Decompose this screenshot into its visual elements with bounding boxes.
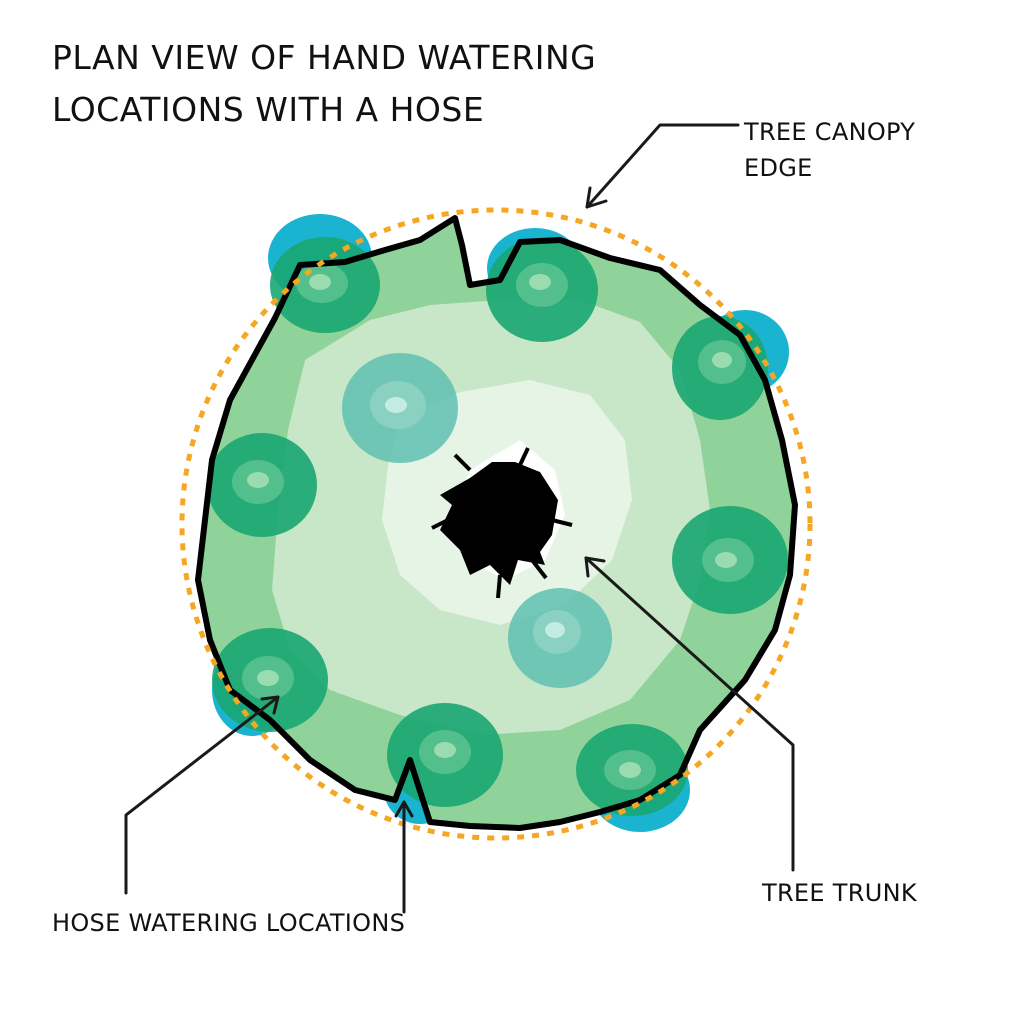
watering-spot — [486, 238, 598, 342]
title-line-2: LOCATIONS WITH A HOSE — [52, 90, 485, 129]
arrow-icon — [124, 123, 795, 914]
watering-spot — [270, 237, 380, 333]
tree-trunk-label: TREE TRUNK — [762, 879, 917, 907]
tree-canopy-edge — [179, 207, 813, 841]
canopy-outline — [195, 215, 798, 831]
canopy-label-line-1: TREE CANOPY — [744, 118, 916, 146]
tree-trunk-icon — [431, 440, 573, 599]
watering-spot — [387, 703, 503, 807]
tree-canopy-edge-label: TREE CANOPY EDGE — [744, 114, 915, 186]
title-line-1: PLAN VIEW OF HAND WATERING — [52, 38, 597, 77]
watering-spot — [207, 433, 317, 537]
watering-spot — [508, 588, 612, 688]
watering-spot — [576, 724, 688, 816]
watering-spot — [672, 316, 768, 420]
canopy-label-line-2: EDGE — [744, 154, 813, 182]
diagram-title: PLAN VIEW OF HAND WATERING LOCATIONS WIT… — [52, 32, 596, 136]
hose-watering-locations-label: HOSE WATERING LOCATIONS — [52, 909, 406, 937]
watering-spot — [672, 506, 788, 614]
watering-spot — [212, 628, 328, 732]
watering-spot — [342, 353, 458, 463]
